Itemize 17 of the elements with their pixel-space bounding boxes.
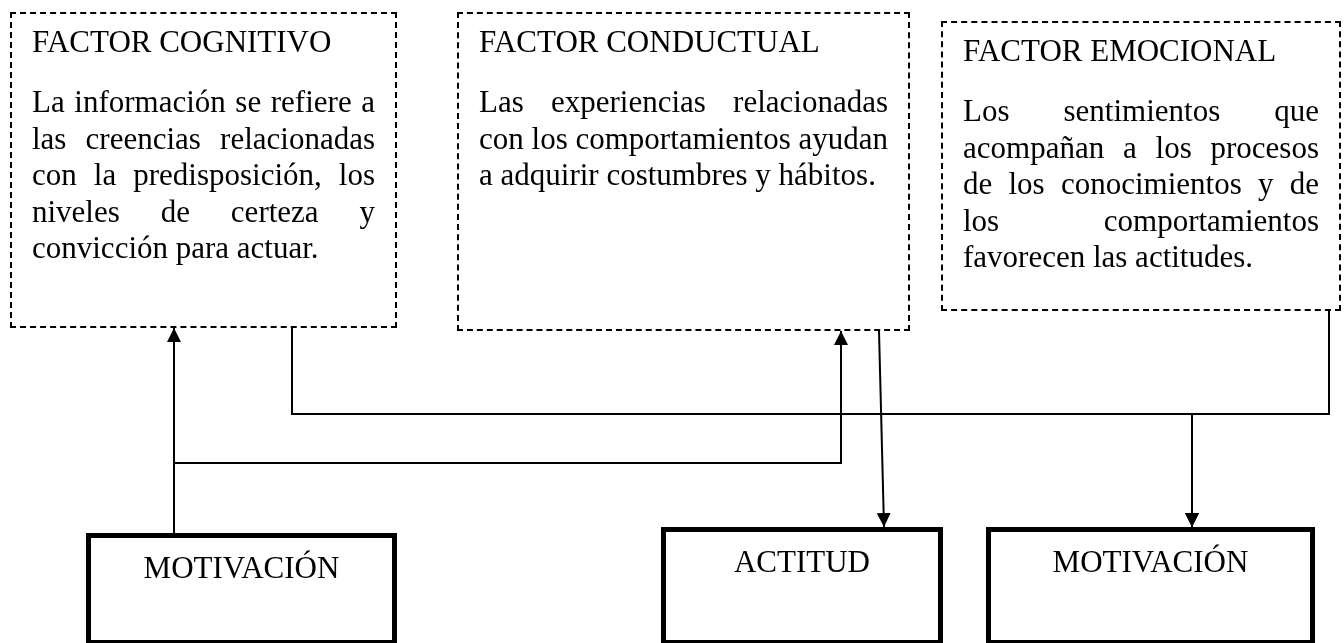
box-description: Las experiencias relacionadas con los comportamientos ayudan a adquirir costumbres y hábitos.	[479, 84, 888, 194]
box-heading: FACTOR CONDUCTUAL	[479, 24, 821, 60]
box-heading: FACTOR EMOCIONAL	[963, 33, 1278, 69]
box-heading: MOTIVACIÓN	[1051, 544, 1250, 580]
box-heading: MOTIVACIÓN	[142, 550, 341, 586]
dashed-text-box	[10, 12, 397, 328]
arrow	[1185, 310, 1330, 528]
result-box	[661, 527, 943, 643]
dashed-text-box	[457, 12, 910, 331]
result-box	[986, 527, 1315, 643]
dashed-text-box	[941, 21, 1341, 311]
box-description: Los sentimientos que acompañan a los procesos de los conocimientos y de los comportamientos favorecen las actitudes.	[963, 93, 1319, 276]
box-heading: ACTITUD	[732, 544, 871, 580]
box-heading: FACTOR COGNITIVO	[32, 24, 333, 60]
result-box	[86, 533, 397, 643]
box-description: La información se refiere a las creencias relacionadas con la predisposición, los niveles de certeza y convicción para actuar.	[32, 84, 375, 267]
arrow	[876, 330, 891, 528]
